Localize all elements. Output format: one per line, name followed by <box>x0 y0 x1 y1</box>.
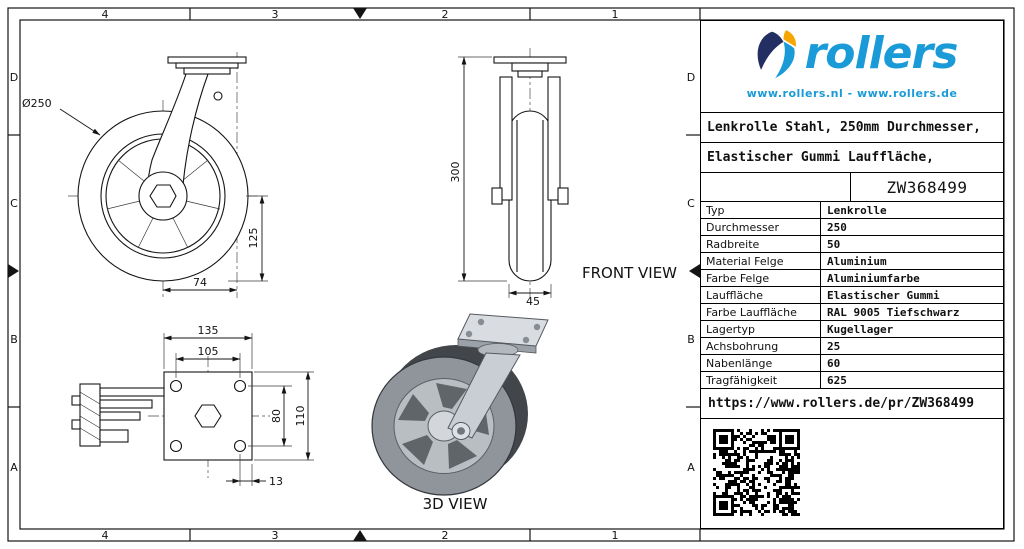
spec-label: Lagertyp <box>701 321 821 337</box>
spec-row: Farbe Felge Aluminiumfarbe <box>701 270 1003 287</box>
iso-view: 3D VIEW <box>371 313 549 513</box>
spec-label: Tragfähigkeit <box>701 372 821 388</box>
qr-code <box>713 429 800 516</box>
spec-row: Achsbohrung 25 <box>701 338 1003 355</box>
spec-row: Lauffläche Elastischer Gummi <box>701 287 1003 304</box>
side-view-dimensions: Ø250 125 74 <box>22 97 268 293</box>
swivel-fork-3d <box>447 352 521 439</box>
spec-value: Aluminium <box>827 254 887 268</box>
spec-label: Nabenlänge <box>701 355 821 371</box>
zone-row-right-C: C <box>687 197 695 210</box>
zone-col-top-1: 4 <box>102 8 109 21</box>
product-url: https://www.rollers.de/pr/ZW368499 <box>701 389 1003 419</box>
spec-value: 625 <box>827 373 847 387</box>
bolt-hole <box>233 379 247 393</box>
part-number-row: ZW368499 <box>701 173 1003 202</box>
spec-row: Durchmesser 250 <box>701 219 1003 236</box>
spec-value: 60 <box>827 356 841 370</box>
center-mark-left <box>8 264 19 278</box>
spec-label: Lauffläche <box>701 287 821 303</box>
part-number-spacer <box>701 173 851 201</box>
logo-section: rollers www.rollers.nl - www.rollers.de <box>701 21 1003 113</box>
spec-value: Elastischer Gummi <box>827 288 940 302</box>
dim-radius-label: 125 <box>247 228 260 249</box>
spec-label: Typ <box>701 202 821 218</box>
brand-websites: www.rollers.nl - www.rollers.de <box>746 87 958 100</box>
zone-col-bottom-1: 4 <box>102 529 109 542</box>
dim-width-label: 45 <box>526 295 540 308</box>
spec-value: 250 <box>827 220 847 234</box>
part-number: ZW368499 <box>886 177 968 197</box>
zone-col-top-3: 2 <box>442 8 449 21</box>
bolt-hole <box>233 439 247 453</box>
zone-col-bottom-3: 2 <box>442 529 449 542</box>
dim-plate-height-label: 110 <box>294 406 307 427</box>
sheet-frame: 4 3 2 1 4 3 2 1 D C B A D C B A <box>7 7 1015 542</box>
center-mark-right <box>689 264 700 278</box>
spec-label: Farbe Lauffläche <box>701 304 821 320</box>
zone-row-left-B: B <box>10 333 18 346</box>
spec-row: Material Felge Aluminium <box>701 253 1003 270</box>
plate-view-dimensions: 135 105 80 110 13 <box>163 324 314 488</box>
plate-side-detail <box>71 383 165 447</box>
title-block: rollers www.rollers.nl - www.rollers.de … <box>700 20 1004 529</box>
zone-row-left-A: A <box>10 461 18 474</box>
front-view <box>491 48 569 298</box>
zone-row-left-D: D <box>10 71 18 84</box>
center-hex <box>194 404 222 428</box>
drawing-title-line-2: Elastischer Gummi Lauffläche, <box>701 143 1003 173</box>
spec-row: Typ Lenkrolle <box>701 202 1003 219</box>
dim-height-label: 300 <box>449 162 462 183</box>
spec-value: 50 <box>827 237 841 251</box>
zone-col-bottom-2: 3 <box>272 529 279 542</box>
dim-diameter-label: Ø250 <box>22 97 52 110</box>
spec-row: Tragfähigkeit 625 <box>701 372 1003 389</box>
zone-col-bottom-4: 1 <box>612 529 619 542</box>
spec-value: Kugellager <box>827 322 894 336</box>
iso-view-label: 3D VIEW <box>423 495 488 513</box>
dim-offset-label: 74 <box>193 276 207 289</box>
dim-plate-width-label: 135 <box>198 324 219 337</box>
spec-label: Farbe Felge <box>701 270 821 286</box>
zone-row-right-B: B <box>687 333 695 346</box>
spec-value: RAL 9005 Tiefschwarz <box>827 305 960 319</box>
plate-view <box>148 356 270 478</box>
zone-row-left-C: C <box>10 197 18 210</box>
axle-hex-nut <box>149 184 177 208</box>
spec-row: Radbreite 50 <box>701 236 1003 253</box>
spec-row: Lagertyp Kugellager <box>701 321 1003 338</box>
drawing-title-line-1: Lenkrolle Stahl, 250mm Durchmesser, <box>701 113 1003 143</box>
center-mark-bottom <box>353 530 367 541</box>
side-view <box>68 52 258 298</box>
front-view-dimensions: 300 45 FRONT VIEW <box>449 56 677 308</box>
qr-section <box>701 419 1003 528</box>
dim-bolt-x-label: 105 <box>198 345 219 358</box>
dim-bolt-y-label: 80 <box>270 409 283 423</box>
dim-edge-offset-label: 13 <box>269 475 283 488</box>
center-mark-top <box>353 8 367 19</box>
front-view-label: FRONT VIEW <box>582 264 677 282</box>
spec-value: Aluminiumfarbe <box>827 271 920 285</box>
spec-label: Achsbohrung <box>701 338 821 354</box>
brand-butterfly-icon <box>757 30 796 79</box>
axle-nut-right <box>557 187 569 205</box>
spec-row: Farbe Lauffläche RAL 9005 Tiefschwarz <box>701 304 1003 321</box>
bolt-hole <box>169 439 183 453</box>
spec-label: Durchmesser <box>701 219 821 235</box>
zone-col-top-2: 3 <box>272 8 279 21</box>
spec-label: Material Felge <box>701 253 821 269</box>
bolt-hole <box>169 379 183 393</box>
brand-wordmark: rollers <box>804 28 959 79</box>
spec-row: Nabenlänge 60 <box>701 355 1003 372</box>
zone-row-right-A: A <box>687 461 695 474</box>
zone-row-right-D: D <box>687 71 695 84</box>
spec-label: Radbreite <box>701 236 821 252</box>
spec-table: Typ Lenkrolle Durchmesser 250 Radbreite … <box>701 202 1003 389</box>
zone-col-top-4: 1 <box>612 8 619 21</box>
spec-value: 25 <box>827 339 841 353</box>
spec-value: Lenkrolle <box>827 203 887 217</box>
axle-nut-left <box>491 187 503 205</box>
